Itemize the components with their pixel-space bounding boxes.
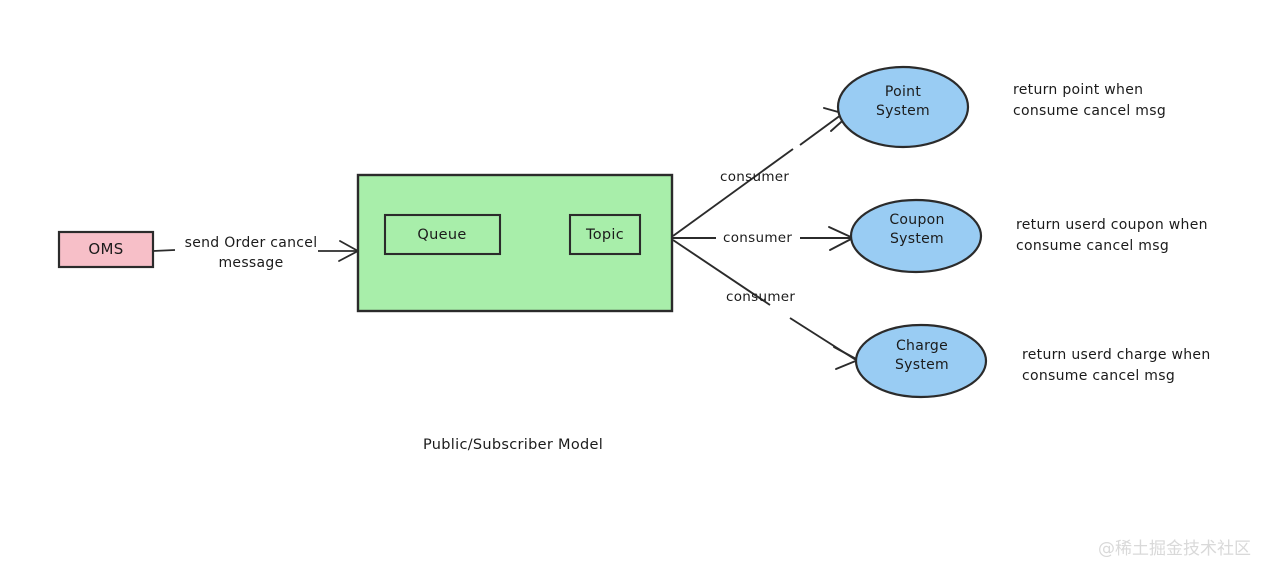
charge-system-label: Charge System xyxy=(894,338,949,373)
edge-label-consumer-charge: consumer xyxy=(726,289,796,305)
node-oms[interactable] xyxy=(57,230,155,269)
diagram-caption: Public/Subscriber Model xyxy=(423,437,604,453)
coupon-system-label: Coupon System xyxy=(889,212,945,247)
note-point-system: return point when consume cancel msg xyxy=(1013,82,1167,119)
node-coupon-system[interactable] xyxy=(849,198,983,274)
edge-line-charge-1 xyxy=(672,239,771,306)
charge-system-ellipse[interactable] xyxy=(854,323,988,399)
edge-label-consumer-point: consumer xyxy=(720,169,790,185)
point-system-ellipse[interactable] xyxy=(836,65,970,149)
edge-line-point xyxy=(672,148,794,237)
edge-label-consumer-coupon: consumer xyxy=(723,230,793,246)
node-broker[interactable] xyxy=(356,173,674,313)
note-coupon-system: return userd coupon when consume cancel … xyxy=(1016,217,1208,254)
arrowhead-charge-icon xyxy=(833,346,859,370)
queue-label: Queue xyxy=(417,227,467,243)
queue-box[interactable] xyxy=(383,213,502,256)
topic-label: Topic xyxy=(586,227,624,243)
point-system-label: Point System xyxy=(875,84,930,119)
node-charge-system[interactable] xyxy=(854,323,988,399)
topic-box[interactable] xyxy=(568,213,642,256)
edge-oms-stub xyxy=(152,249,176,252)
edge-label-send-order-cancel-message: send Order cancel message xyxy=(184,235,318,272)
oms-label: OMS xyxy=(88,240,124,258)
oms-box[interactable] xyxy=(57,230,155,269)
watermark: @稀土掘金技术社区 xyxy=(1098,539,1251,559)
node-point-system[interactable] xyxy=(836,65,970,149)
coupon-system-ellipse[interactable] xyxy=(849,198,983,274)
edge-line-point-2 xyxy=(799,111,846,146)
note-charge-system: return userd charge when consume cancel … xyxy=(1022,347,1211,384)
